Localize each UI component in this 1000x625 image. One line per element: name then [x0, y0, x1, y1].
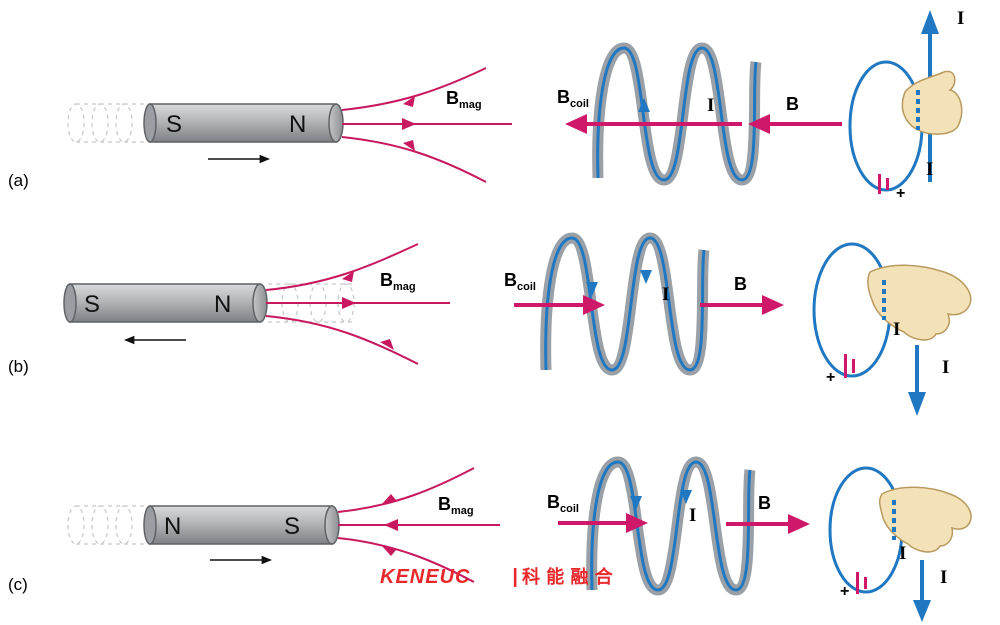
coil-current-arrow [638, 98, 650, 112]
magnet-ghost [67, 505, 156, 545]
battery-sign: + [826, 369, 835, 386]
b-coil-arrow-head [565, 114, 587, 134]
battery-icon [878, 174, 881, 194]
field-arrow-head [402, 118, 416, 130]
coil-current-arrow [630, 496, 642, 510]
current-label-top: I [957, 8, 964, 29]
b-arrow-head [788, 514, 810, 534]
magnet-pole-right: N [289, 111, 306, 138]
field-arrow-head [382, 494, 396, 504]
right-hand-rule: + I I [828, 466, 972, 622]
field-arrow-head [384, 519, 398, 531]
bar-magnet: S N [143, 103, 344, 143]
b-coil-arrow-head [626, 513, 648, 533]
magnet-pole-left: N [164, 513, 181, 540]
b-coil-arrow-head [583, 295, 605, 315]
bar-magnet: S N [63, 283, 268, 323]
panel-label: (b) [8, 357, 29, 376]
magnet-pole-right: S [284, 513, 300, 540]
coil-current-arrow [640, 270, 652, 284]
battery-sign: + [840, 583, 849, 600]
b-label: B [786, 94, 799, 114]
right-hand-rule: + I I [848, 8, 964, 202]
magnet-pole-left: S [84, 291, 100, 318]
magnet-pole-right: N [214, 291, 231, 318]
coil-current-arrow [586, 282, 598, 296]
current-arrow-head [908, 392, 926, 416]
current-label-bottom: I [940, 567, 947, 588]
panel-label: (c) [8, 575, 28, 594]
b-coil-label: Bcoil [504, 270, 536, 293]
watermark-brand: KENEUC [380, 566, 470, 588]
magnet-field-lines [337, 467, 500, 583]
field-arrow-head [342, 271, 354, 282]
battery-sign: + [896, 185, 905, 202]
current-arrow-head [921, 10, 939, 34]
coil-current-arrow [680, 490, 692, 504]
battery-icon [856, 572, 859, 594]
field-arrow-head [403, 96, 415, 107]
right-hand-rule: + I I [812, 242, 972, 416]
panel-c: (c) N S Bmag I [8, 456, 972, 622]
b-mag-label: Bmag [446, 88, 482, 111]
coil [586, 456, 756, 596]
b-coil-label: Bcoil [557, 87, 589, 110]
magnet-field-lines [341, 67, 512, 183]
panel-label: (a) [8, 171, 29, 190]
b-mag-label: Bmag [380, 270, 416, 293]
hand-icon [867, 264, 972, 341]
b-label: B [734, 274, 747, 294]
panel-a: (a) S N Bmag [8, 8, 964, 202]
b-arrow-head [748, 114, 770, 134]
watermark-separator: | [512, 566, 518, 588]
coil-current-label: I [707, 95, 714, 116]
current-arrow-head [913, 600, 931, 622]
b-label: B [758, 493, 771, 513]
coil [540, 232, 710, 376]
field-arrow-head [403, 140, 415, 151]
coil-current-label: I [662, 284, 669, 305]
hand-icon [878, 486, 972, 553]
current-label-top: I [893, 319, 900, 340]
coil-current-label: I [689, 505, 696, 526]
field-arrow-head [342, 297, 356, 309]
magnet-pole-left: S [166, 111, 182, 138]
watermark: KENEUC | 科 能 融 合 [380, 566, 614, 588]
magnet-ghost [67, 103, 156, 143]
watermark-chinese: 科 能 融 合 [522, 566, 614, 588]
b-coil-label: Bcoil [547, 492, 579, 515]
current-label-bottom: I [926, 159, 933, 180]
current-label-bottom: I [942, 357, 949, 378]
field-arrow-head [380, 339, 394, 350]
coil [592, 42, 762, 186]
current-label-top: I [899, 543, 906, 564]
field-arrow-head [382, 546, 396, 556]
bar-magnet: N S [143, 505, 340, 545]
b-mag-label: Bmag [438, 494, 474, 517]
panel-b: (b) S N Bmag I [8, 232, 972, 416]
b-arrow-head [762, 295, 784, 315]
magnet-field-lines [265, 243, 450, 365]
battery-icon [844, 354, 847, 378]
